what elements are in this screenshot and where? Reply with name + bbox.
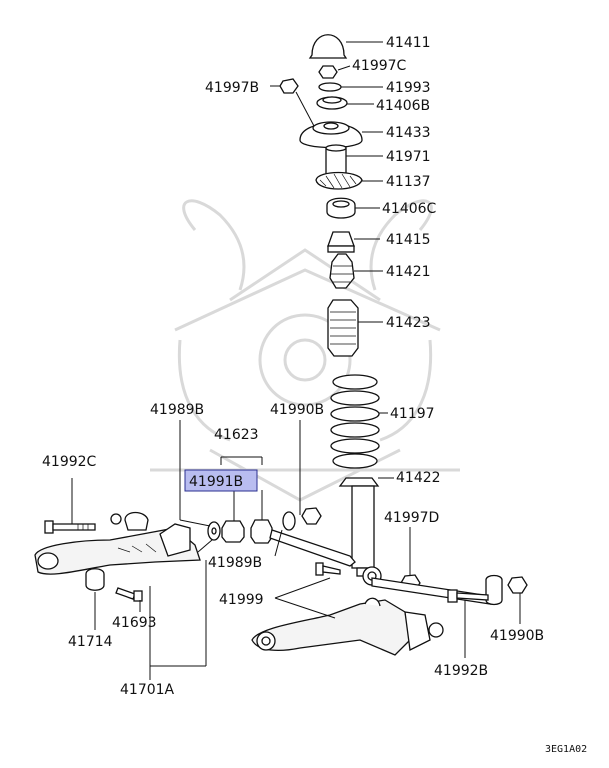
washer-41990b-bottom [507,576,528,594]
label-41989b-top: 41989B [150,402,204,418]
label-41971: 41971 [386,149,431,165]
label-41433: 41433 [386,125,431,141]
diagram-code: 3EG1A02 [545,744,587,755]
bushing-41991b-a [221,520,245,543]
bolt-41992c [44,520,96,534]
bushing-right [485,574,503,606]
trailing-arm-right [251,599,411,656]
bolt-41693 [115,587,143,602]
label-41990b-bottom: 41990B [490,628,544,644]
strut-assembly [270,34,394,586]
label-41422: 41422 [396,470,441,486]
label-41406c: 41406C [382,201,437,217]
bump-stop-41421 [329,253,355,289]
label-41989b-mid: 41989B [208,555,262,571]
label-41999: 41999 [219,592,264,608]
label-41623: 41623 [214,427,259,443]
label-41411: 41411 [386,35,431,51]
label-41415: 41415 [386,232,431,248]
lateral-rod [269,529,356,567]
label-41991b[interactable]: 41991B [189,474,243,490]
nut-41997c [318,65,338,79]
label-41197: 41197 [390,406,435,422]
part-labels: 41411 41997C 41993 41997B 41406B 41433 4… [42,35,587,755]
bushing-41714 [85,568,105,591]
bolt-41992b [447,589,489,603]
label-41714: 41714 [68,634,113,650]
dust-cap-41411 [308,34,348,59]
lower-link-assembly [34,420,528,680]
label-41421: 41421 [386,264,431,280]
label-41693: 41693 [112,615,157,631]
shock-absorber-41422 [338,477,382,586]
trailing-arm-41701a [34,527,201,575]
nut-41997b [279,78,299,94]
spring-seat-41137 [315,171,363,190]
label-41701a: 41701A [120,682,175,698]
highlight-41991b [184,469,258,492]
label-41993: 41993 [386,80,431,96]
label-41137: 41137 [386,174,431,190]
label-41406b: 41406B [376,98,430,114]
washer-41993 [318,82,342,92]
coil-spring-41197 [330,374,380,469]
bolt-41999 [315,562,341,576]
collar-41971 [325,147,347,175]
label-41992c: 41992C [42,454,97,470]
label-41423: 41423 [386,315,431,331]
bump-seat-41415 [327,231,355,247]
label-41990b-top: 41990B [270,402,324,418]
washer-41990b-top [282,511,296,531]
label-41997b: 41997B [205,80,259,96]
label-41997d: 41997D [384,510,439,526]
label-41997c: 41997C [352,58,407,74]
bushing-41991b-b [250,519,273,544]
label-41992b: 41992B [434,663,488,679]
